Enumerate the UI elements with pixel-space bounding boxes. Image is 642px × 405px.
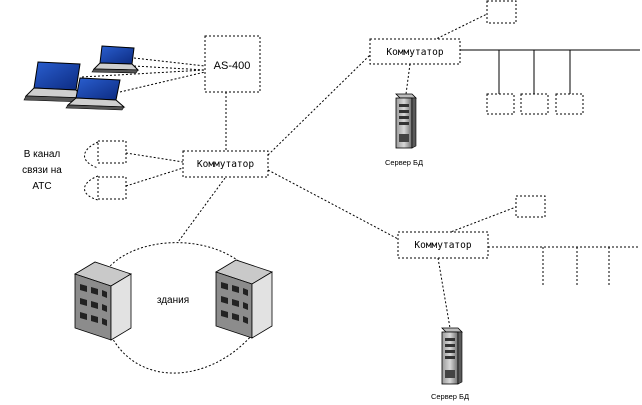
- link-topswitch-box: [429, 13, 488, 43]
- as400-label: AS-400: [214, 60, 251, 72]
- laptop-icon: [91, 45, 140, 74]
- terminal-box-top: [486, 0, 517, 24]
- link-bottomswitch-server: [437, 257, 451, 329]
- link-box2-switch: [125, 167, 184, 187]
- database-server-icon: [441, 327, 463, 385]
- terminal-box-bus3: [555, 93, 584, 115]
- terminal-boxes: [97, 0, 584, 218]
- atc-note-line1: В канал: [24, 149, 61, 160]
- switch-top: Коммутатор: [369, 38, 461, 65]
- terminal-box-bottom: [515, 195, 546, 218]
- switch-main: Коммутатор: [182, 150, 269, 178]
- link-main-buildings: [177, 177, 226, 243]
- link-laptop1-as400: [81, 69, 206, 78]
- terminal-box-atc2: [97, 176, 127, 200]
- atc-note-line2: связи на: [22, 165, 62, 176]
- atc-arcs: [84, 141, 99, 201]
- link-main-bottom-switch: [267, 169, 401, 241]
- link-laptop2-as400-b: [133, 65, 206, 71]
- server-top-label: Сервер БД: [385, 158, 423, 167]
- switch-main-label: Коммутатор: [197, 159, 254, 170]
- link-bottomswitch-box: [447, 206, 517, 234]
- laptop-icon: [65, 77, 126, 111]
- database-server-icon: [395, 93, 417, 149]
- atc-note-line3: АТС: [32, 181, 51, 192]
- link-topswitch-server: [405, 63, 411, 95]
- bus-top: [460, 49, 640, 94]
- terminal-box-atc1: [97, 140, 127, 164]
- laptop-icon: [23, 61, 86, 103]
- connections: [81, 13, 640, 329]
- building-icon: [74, 261, 132, 341]
- building-loop: [104, 242, 263, 374]
- server-bottom-label: Сервер БД: [431, 392, 469, 401]
- link-laptop3-as400: [119, 71, 206, 93]
- link-laptop2-as400: [133, 57, 206, 67]
- building-icon: [215, 259, 273, 339]
- switch-bottom: Коммутатор: [397, 231, 489, 259]
- terminal-box-bus1: [486, 93, 515, 115]
- buildings-label: здания: [157, 295, 189, 306]
- as400-node: AS-400: [204, 35, 261, 93]
- terminal-box-bus2: [520, 93, 549, 115]
- atc-note: В канал связи на АТС: [22, 149, 62, 192]
- switch-bottom-label: Коммутатор: [414, 240, 471, 251]
- link-main-top-switch: [267, 54, 371, 156]
- switch-top-label: Коммутатор: [386, 47, 443, 58]
- link-box1-switch: [125, 152, 184, 163]
